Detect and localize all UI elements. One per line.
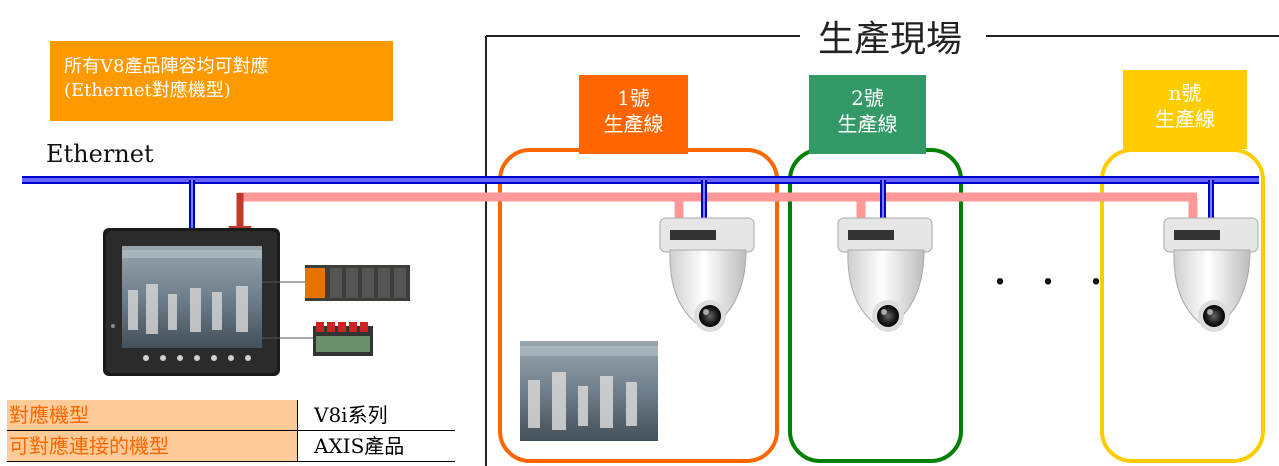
ethernet-line: [22, 176, 1259, 228]
production-site-title: 生產現場: [808, 10, 973, 62]
line1-number: 1號: [617, 86, 650, 110]
line2-number: 2號: [851, 86, 884, 110]
io-module-device: [262, 322, 373, 356]
linen-tag: n號 生產線: [1123, 70, 1247, 149]
compatibility-note: 所有V8產品陣容均可對應 (Ethernet對應機型): [50, 41, 393, 121]
line2-name: 生產線: [837, 112, 898, 136]
camera-line2: [837, 217, 933, 332]
plc-device: [262, 265, 410, 301]
spec-key: 可對應連接的機型: [7, 430, 298, 462]
table-row: 對應機型 V8i系列: [7, 400, 455, 431]
linen-number: n號: [1168, 81, 1202, 105]
spec-value: V8i系列: [297, 400, 455, 431]
spec-key: 對應機型: [7, 400, 298, 431]
linen-frame: [1100, 148, 1265, 463]
production-site-frame: [485, 35, 1279, 466]
factory-photo: [520, 341, 658, 441]
note-line1: 所有V8產品陣容均可對應: [64, 56, 269, 77]
camera-line1: [659, 217, 755, 332]
ellipsis: ・・・: [985, 266, 1129, 301]
spec-value: AXIS產品: [297, 430, 455, 462]
table-row: 可對應連接的機型 AXIS產品: [7, 430, 455, 462]
linen-name: 生產線: [1155, 107, 1215, 131]
ethernet-label: Ethernet: [46, 140, 154, 168]
spec-table: 對應機型 V8i系列 可對應連接的機型 AXIS產品: [7, 400, 455, 462]
line1-name: 生產線: [603, 112, 664, 136]
line1-tag: 1號 生產線: [579, 75, 688, 154]
note-line2: (Ethernet對應機型): [64, 80, 231, 101]
camera-linen: [1163, 217, 1259, 332]
line2-tag: 2號 生產線: [809, 75, 926, 154]
hmi-panel: [103, 228, 280, 376]
